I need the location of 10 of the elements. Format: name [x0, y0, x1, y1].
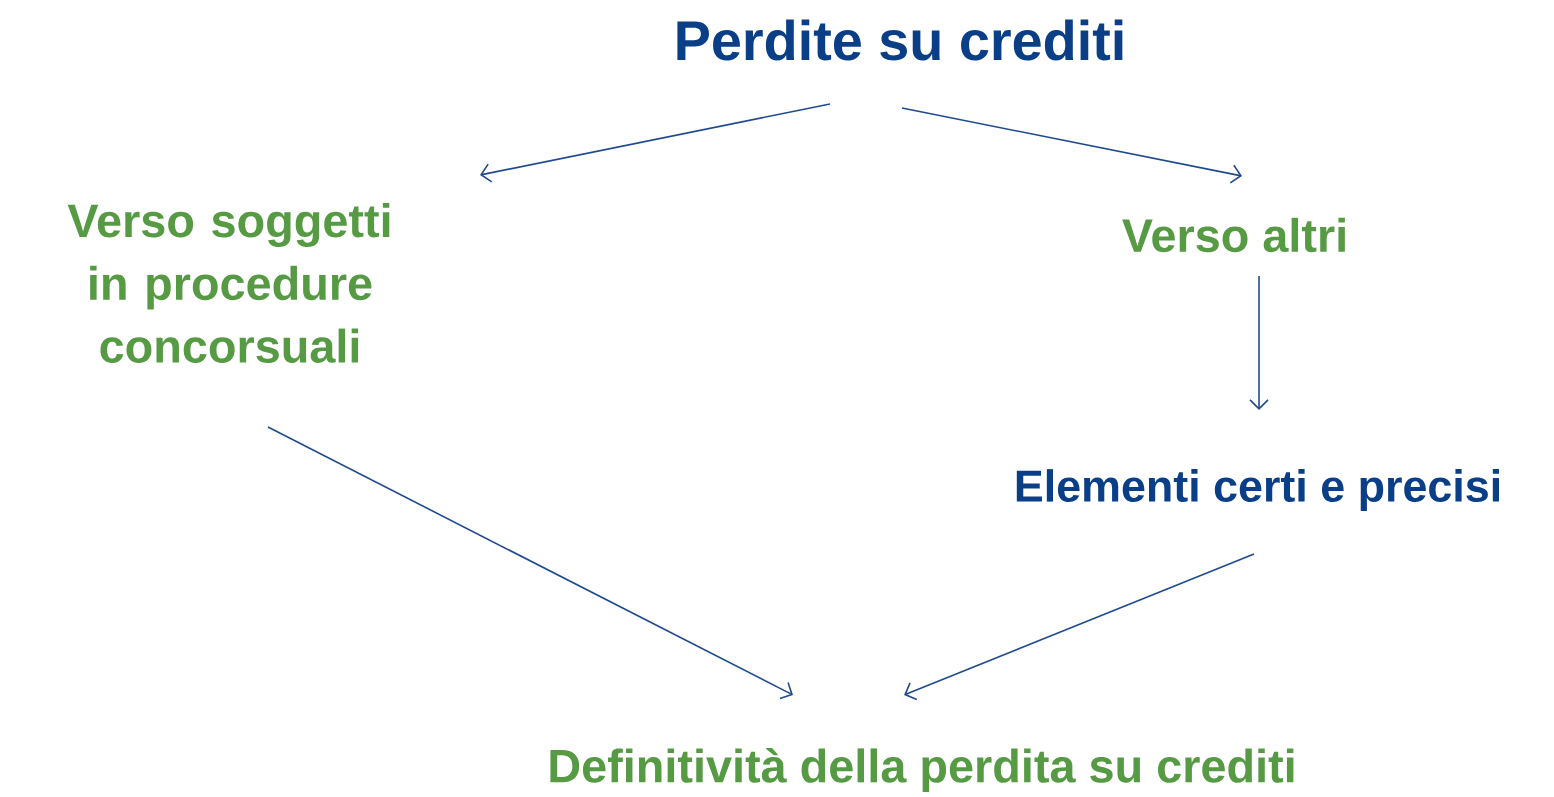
arrow — [1249, 275, 1269, 410]
node-label: Verso altri — [1122, 217, 1345, 253]
node-label: Perdite su crediti — [677, 19, 1123, 61]
arrow — [901, 107, 1242, 184]
node-label: Elementi certi e precisi — [1016, 469, 1499, 511]
arrow — [480, 103, 831, 183]
node-label: Verso soggetti in procedure concorsuali — [67, 203, 390, 363]
arrow — [904, 553, 1255, 701]
arrow — [267, 426, 793, 700]
node-label: Definitività della perdita su crediti — [550, 748, 1294, 793]
